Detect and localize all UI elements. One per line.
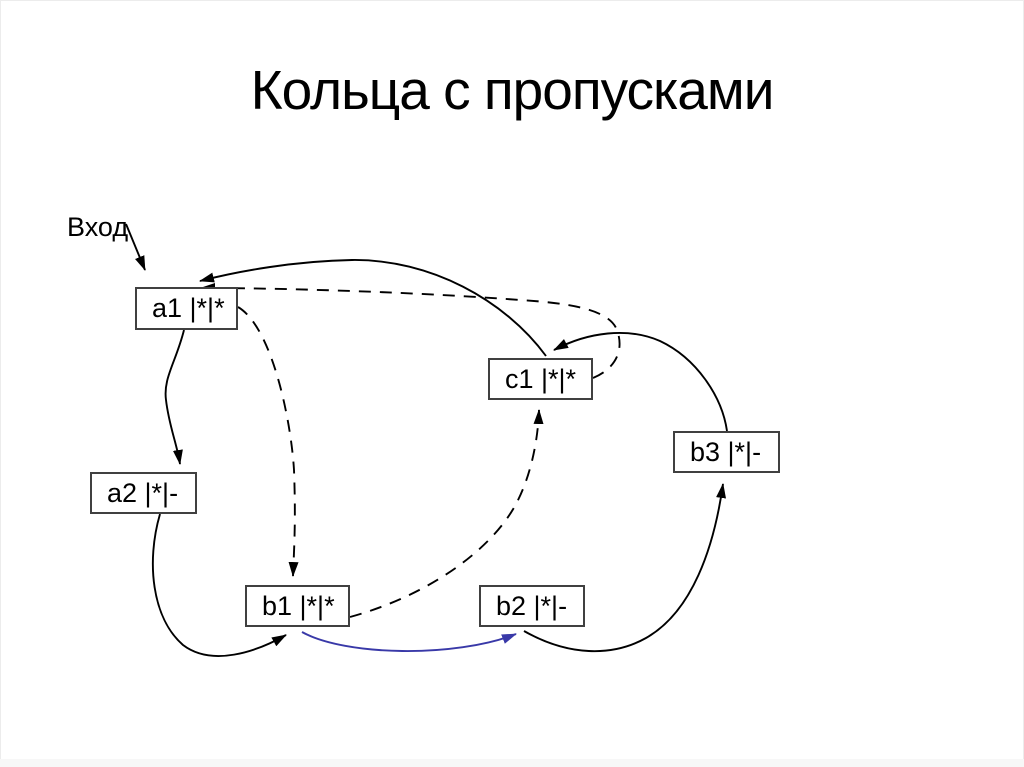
node-b1-label: b1 |*|*	[262, 590, 335, 621]
edge-c1-a1-skip-dashed-arrow	[200, 283, 621, 379]
bottom-strip	[0, 759, 1024, 767]
entry-label: Вход	[67, 212, 129, 242]
edge-a2-b1-arrow	[151, 513, 287, 657]
node-a2: a2 |*|-	[90, 472, 197, 514]
node-a2-label: a2 |*|-	[107, 477, 179, 508]
edge-b1-c1-skip-dashed-arrow	[349, 409, 544, 618]
edge-b1-b2-arrow	[301, 631, 517, 652]
node-b3: b3 |*|-	[673, 431, 780, 473]
edge-b2-b3-arrow	[523, 483, 726, 652]
edge-a1-b1-skip-dashed-arrow	[237, 306, 299, 577]
node-b3-label: b3 |*|-	[690, 436, 762, 467]
node-b1: b1 |*|*	[245, 585, 350, 627]
edge-c1-a1-arrow	[199, 259, 547, 357]
node-b2: b2 |*|-	[479, 585, 585, 627]
edge-b3-c1-arrow	[553, 332, 728, 432]
node-a1: a1 |*|*	[135, 287, 238, 330]
slide-title: Кольца с пропусками	[250, 59, 775, 121]
node-c1: c1 |*|*	[488, 358, 593, 400]
node-a1-label: a1 |*|*	[152, 293, 225, 323]
node-b2-label: b2 |*|-	[496, 590, 568, 621]
edge-entry-a1-arrow	[125, 223, 146, 271]
edge-a1-a2-arrow	[164, 329, 185, 465]
node-c1-label: c1 |*|*	[505, 363, 577, 394]
